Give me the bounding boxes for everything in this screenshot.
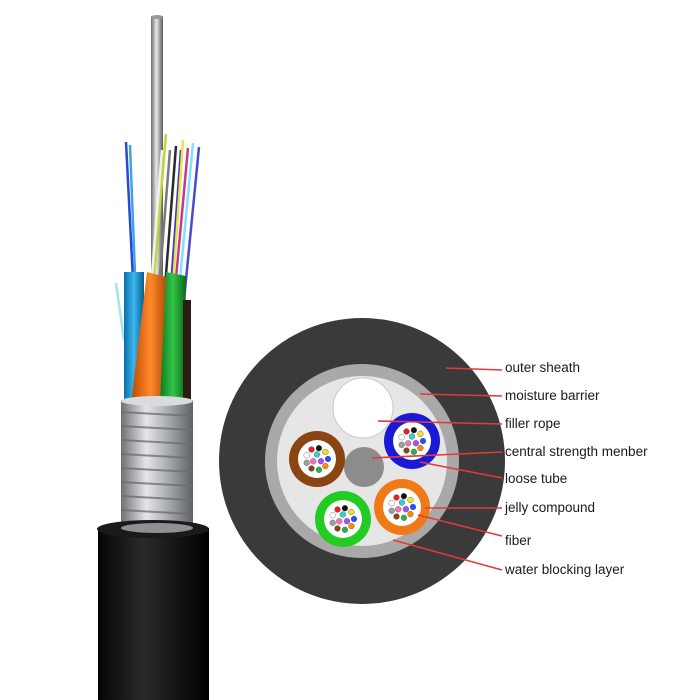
loose-tube-green	[315, 491, 371, 547]
fiber-strand	[400, 493, 408, 500]
fiber-strand	[339, 511, 347, 518]
fiber-strand	[417, 430, 424, 438]
fiber-strand	[398, 441, 405, 448]
fiber-strand	[417, 445, 424, 452]
fiber-strand	[419, 437, 427, 445]
leader-lines	[371, 367, 503, 571]
loose-tube-brown	[289, 431, 345, 487]
fiber-strand	[407, 510, 414, 518]
leader-water-blocking	[392, 539, 503, 571]
fiber-strand	[322, 448, 329, 456]
fiber-strand	[322, 463, 329, 470]
fiber-strand	[343, 518, 351, 525]
fiber-strand	[341, 526, 349, 533]
fiber-strand	[334, 525, 341, 532]
fiber-strand	[317, 458, 325, 465]
fiber-strand	[393, 494, 400, 501]
fiber-strand	[393, 513, 400, 520]
leader-moisture-barrier	[419, 393, 503, 397]
fiber-strand	[388, 500, 395, 507]
fiber-strand	[398, 434, 405, 441]
fiber-strand	[410, 427, 418, 434]
cross-section	[219, 318, 505, 604]
fiber-strand	[412, 440, 420, 447]
cable-photo	[97, 15, 209, 700]
label-loose-tube: loose tube	[505, 471, 567, 486]
leader-loose-tube	[419, 461, 503, 479]
fiber-strand	[405, 440, 412, 447]
fiber-strand	[409, 503, 417, 511]
fiber-strand	[334, 506, 341, 513]
fiber-strand	[329, 512, 336, 519]
label-filler-rope: filler rope	[505, 416, 561, 431]
fiber-strand	[341, 505, 349, 512]
fiber-strand	[410, 448, 418, 455]
fiber-strand	[348, 508, 355, 516]
fiber-strand	[403, 447, 410, 454]
fiber-strand	[324, 455, 332, 463]
label-jelly-compound: jelly compound	[504, 500, 595, 515]
leader-outer-sheath	[445, 367, 503, 371]
fiber-strand	[402, 506, 410, 513]
tube-dark	[183, 300, 191, 400]
leader-central-strength	[371, 451, 503, 459]
fiber-strand	[329, 519, 336, 526]
labels: outer sheath moisture barrier filler rop…	[504, 360, 648, 577]
central-strength-member	[344, 447, 384, 487]
leader-filler-rope	[377, 420, 503, 425]
fiber-strand	[315, 466, 323, 473]
fiber-strand	[315, 445, 323, 452]
fiber-strand	[408, 433, 416, 440]
leader-fiber	[417, 514, 503, 537]
fiber-strand	[303, 459, 310, 466]
cable-jacket	[98, 528, 209, 700]
fiber-strand	[350, 515, 358, 523]
fiber-strand	[407, 496, 414, 504]
fiber-strand	[348, 522, 355, 530]
label-central-strength-member: central strength menber	[505, 444, 648, 459]
fiber-strand	[313, 451, 321, 458]
loose-tube-orange	[374, 479, 430, 535]
tube-orange	[131, 272, 170, 404]
filler-rope	[332, 377, 394, 439]
fiber-strand	[303, 452, 310, 459]
label-moisture-barrier: moisture barrier	[505, 388, 600, 403]
fiber-strand	[336, 518, 343, 525]
label-fiber: fiber	[505, 533, 532, 548]
fiber-strand	[388, 507, 395, 514]
fiber-strand	[308, 446, 315, 453]
fiber-strand	[310, 458, 317, 465]
label-water-blocking-layer: water blocking layer	[504, 562, 625, 577]
fiber-strand	[395, 506, 402, 513]
tube-green	[160, 272, 186, 404]
fiber-strand	[400, 514, 408, 521]
fiber-strand	[398, 499, 406, 506]
fiber-strand	[308, 465, 315, 472]
label-outer-sheath: outer sheath	[505, 360, 580, 375]
fiber-strand	[403, 428, 410, 435]
